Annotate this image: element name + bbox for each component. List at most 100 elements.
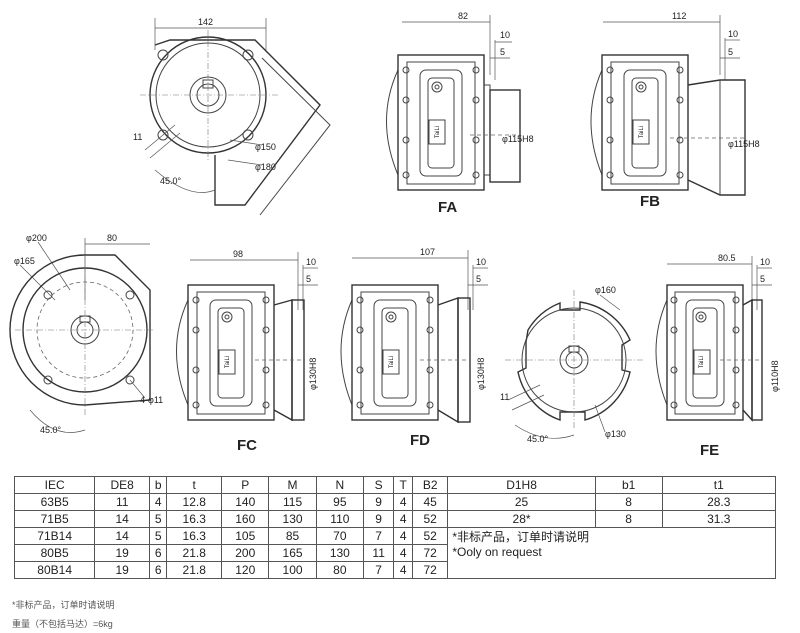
footnote-nonstandard: *非标产品，订单时请说明 [12, 600, 115, 610]
col-p: P [221, 476, 270, 494]
dim-outer: φ180 [255, 162, 276, 172]
cell: 28* [447, 510, 596, 528]
fc-label: FC [237, 437, 257, 454]
side-view: 142 11 φ150 φ180 45.0° [133, 17, 331, 216]
footnote-weight: 重量（不包括马达）=6kg [12, 619, 113, 629]
fe-dim-length: 80.5 [718, 253, 736, 263]
dim-angle: 45.0° [160, 176, 182, 186]
cell: 120 [221, 561, 270, 579]
round-dim-outer: φ200 [26, 233, 47, 243]
cell: 5 [149, 510, 168, 528]
cell: 7 [362, 527, 395, 545]
table-row: 71B5 14 5 16.3 160 130 110 9 4 52 28* 8 … [13, 510, 777, 528]
cell: 16.3 [166, 527, 223, 545]
table-header-row: IEC DE8 b t P M N S T B2 D1H8 b1 t1 [13, 476, 777, 494]
cell: 8 [594, 510, 663, 528]
cell: 11 [362, 544, 395, 562]
cell: 130 [315, 544, 365, 562]
fb-badge: TaiLi [639, 126, 645, 138]
view-fa: 82 10 5 TaiLi φ115H8 FA [386, 11, 534, 216]
fb-dim-bore: φ115H8 [728, 139, 760, 149]
cell: 11 [94, 493, 151, 511]
cell: 63B5 [13, 493, 96, 511]
cell: 4 [393, 527, 414, 545]
cell: 6 [149, 544, 168, 562]
note-cell: *非标产品，订单时请说明 *Ooly on request [447, 527, 776, 579]
cell: 115 [268, 493, 317, 511]
col-t2: T [393, 476, 414, 494]
view-fb: 112 10 5 TaiLi φ115H8 FB [590, 11, 760, 210]
view-fd: 107 10 5 TaiLi φ130H8 FD [340, 247, 488, 449]
cell: 71B5 [13, 510, 96, 528]
fd-dim-bore: φ130H8 [476, 358, 486, 390]
col-m: M [268, 476, 317, 494]
dim-width: 142 [198, 17, 213, 27]
round-flange-view: 80 φ200 φ165 4-φ11 45.0° [9, 233, 163, 435]
fc-dim-bore: φ130H8 [308, 358, 318, 390]
col-s: S [362, 476, 395, 494]
col-b: b [149, 476, 168, 494]
cell: 9 [362, 493, 395, 511]
cell: 8 [594, 493, 663, 511]
fd-dim-length: 107 [420, 247, 435, 257]
cell: 31.3 [661, 510, 777, 528]
view-fc: 98 10 5 TaiLi φ130H8 FC [176, 249, 318, 454]
fa-dim-bore: φ115H8 [502, 134, 534, 144]
fa-label: FA [438, 199, 457, 216]
fe-dim-bore: φ110H8 [770, 360, 780, 392]
fd-badge: TaiLi [389, 356, 395, 368]
technical-drawing: 142 11 φ150 φ180 45.0° 82 10 5 [9, 11, 780, 459]
cell: 4 [393, 510, 414, 528]
fe-dim-d2: 5 [760, 274, 765, 284]
view-fe: 80.5 10 5 TaiLi φ110H8 FE [655, 253, 780, 459]
fd-label: FD [410, 432, 430, 449]
cell: 19 [94, 561, 151, 579]
col-de8: DE8 [94, 476, 151, 494]
spec-table: IEC DE8 b t P M N S T B2 D1H8 b1 t1 63B5… [13, 476, 777, 579]
round-dim-holes: 4-φ11 [140, 395, 163, 405]
cell: 72 [412, 561, 449, 579]
slotted-flange-view: φ160 11 45.0° φ130 [500, 285, 645, 444]
cell: 16.3 [166, 510, 223, 528]
note-cn: *非标产品，订单时请说明 [452, 530, 589, 544]
col-d1h8: D1H8 [447, 476, 596, 494]
fd-dim-d2: 5 [476, 274, 481, 284]
fa-badge: TaiLi [435, 126, 441, 138]
col-n: N [315, 476, 365, 494]
cell: 110 [315, 510, 365, 528]
cell: 5 [149, 527, 168, 545]
cell: 28.3 [661, 493, 777, 511]
col-iec: IEC [13, 476, 96, 494]
round-dim-width: 80 [107, 233, 117, 243]
col-t: t [166, 476, 223, 494]
cell: 95 [315, 493, 365, 511]
fa-dim-d2: 5 [500, 47, 505, 57]
fd-dim-d1: 10 [476, 257, 486, 267]
slotted-dim-inner: φ130 [605, 429, 626, 439]
slotted-dim-outer: φ160 [595, 285, 616, 295]
col-b2: B2 [412, 476, 449, 494]
cell: 100 [268, 561, 317, 579]
fc-badge: TaiLi [225, 356, 231, 368]
cell: 80B5 [13, 544, 96, 562]
cell: 52 [412, 510, 449, 528]
cell: 70 [315, 527, 365, 545]
cell: 200 [221, 544, 270, 562]
cell: 45 [412, 493, 449, 511]
cell: 130 [268, 510, 317, 528]
cell: 160 [221, 510, 270, 528]
dim-slot: 11 [133, 132, 142, 142]
cell: 12.8 [166, 493, 223, 511]
table-row: 63B5 11 4 12.8 140 115 95 9 4 45 25 8 28… [13, 493, 777, 511]
dim-bore: φ150 [255, 142, 276, 152]
cell: 105 [221, 527, 270, 545]
slotted-dim-slot: 11 [500, 392, 509, 402]
cell: 4 [393, 493, 414, 511]
col-t1: t1 [661, 476, 777, 494]
fe-dim-d1: 10 [760, 257, 770, 267]
fb-dim-d1: 10 [728, 29, 738, 39]
cell: 21.8 [166, 544, 223, 562]
fc-dim-d1: 10 [306, 257, 316, 267]
round-dim-pcd: φ165 [14, 256, 35, 266]
cell: 6 [149, 561, 168, 579]
